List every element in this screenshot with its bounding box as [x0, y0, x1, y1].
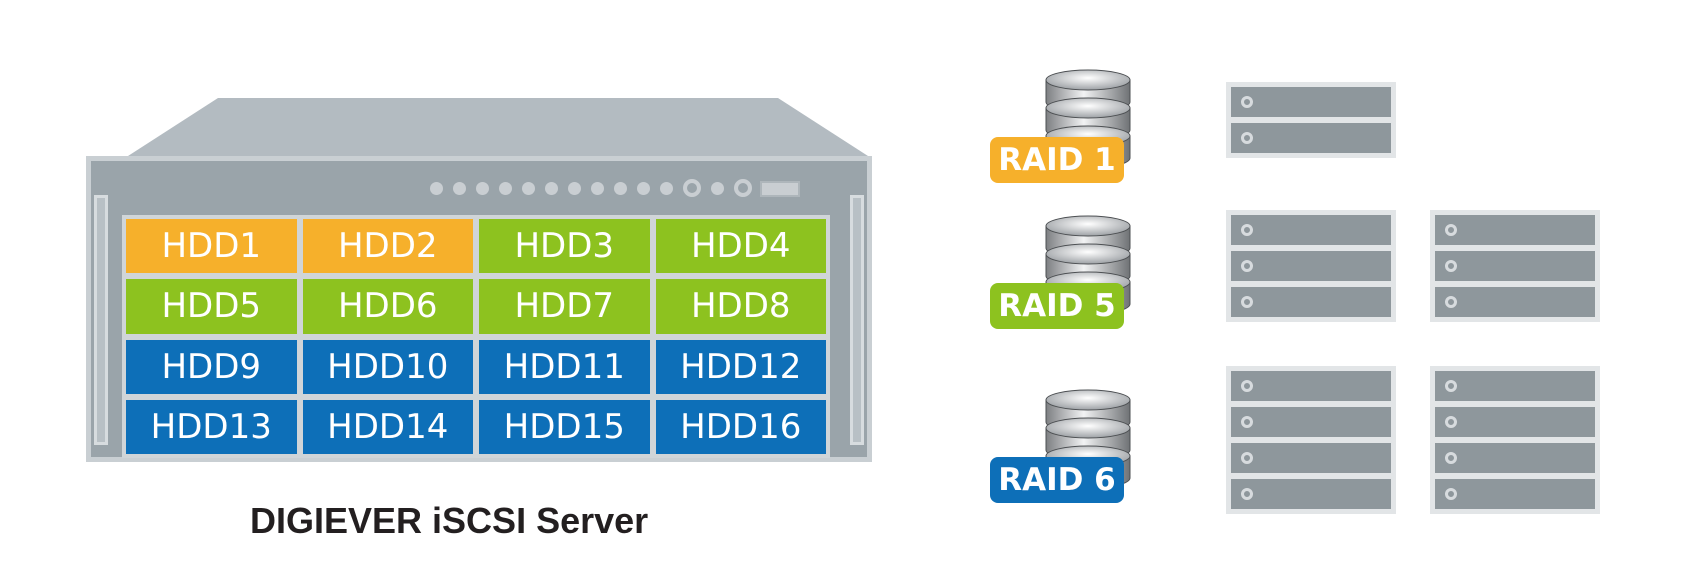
- hdd-bay: HDD12: [655, 339, 826, 394]
- hdd-bay: HDD10: [302, 339, 473, 394]
- usb-port: [760, 181, 800, 197]
- status-led: [591, 181, 604, 195]
- server-left-handle: [94, 195, 108, 445]
- status-led: [614, 181, 627, 195]
- hard-drive-icon: [1231, 407, 1391, 437]
- status-led: [711, 181, 724, 195]
- hdd-bay: HDD11: [479, 339, 650, 394]
- status-led: [476, 181, 489, 195]
- hard-drive-icon: [1435, 251, 1595, 281]
- hdd-bay: HDD3: [479, 219, 650, 274]
- hdd-bay: HDD14: [302, 399, 473, 454]
- hdd-bay: HDD9: [126, 339, 297, 394]
- server-top-cover: [128, 98, 868, 156]
- hard-drive-icon: [1231, 215, 1391, 245]
- drive-stack: [1226, 82, 1396, 158]
- raid-level-badge: RAID 6: [990, 457, 1124, 503]
- hard-drive-icon: [1435, 479, 1595, 509]
- hard-drive-icon: [1231, 371, 1391, 401]
- drive-stack: [1226, 210, 1396, 322]
- hard-drive-icon: [1231, 251, 1391, 281]
- server-status-leds: [430, 179, 752, 197]
- hard-drive-icon: [1435, 215, 1595, 245]
- hdd-bay: HDD2: [302, 219, 473, 274]
- status-led: [522, 181, 535, 195]
- hdd-bay: HDD16: [655, 399, 826, 454]
- hdd-bay: HDD6: [302, 279, 473, 334]
- power-led: [683, 179, 701, 197]
- hdd-bay: HDD15: [479, 399, 650, 454]
- hard-drive-icon: [1231, 479, 1391, 509]
- hdd-bay: HDD1: [126, 219, 297, 274]
- drive-stack: [1226, 366, 1396, 514]
- status-led: [568, 181, 581, 195]
- hdd-bay: HDD8: [655, 279, 826, 334]
- hdd-bay: HDD13: [126, 399, 297, 454]
- hard-drive-icon: [1435, 443, 1595, 473]
- hard-drive-icon: [1435, 407, 1595, 437]
- hard-drive-icon: [1231, 287, 1391, 317]
- drive-stack: [1430, 210, 1600, 322]
- hard-drive-icon: [1231, 123, 1391, 153]
- raid-level-badge: RAID 5: [990, 283, 1124, 329]
- raid-level-badge: RAID 1: [990, 137, 1124, 183]
- drive-stack: [1430, 366, 1600, 514]
- hdd-bay: HDD7: [479, 279, 650, 334]
- status-led: [637, 181, 650, 195]
- status-led: [430, 181, 443, 195]
- hdd-bay: HDD4: [655, 219, 826, 274]
- server-right-handle: [850, 195, 864, 445]
- status-led: [453, 181, 466, 195]
- hard-drive-icon: [1435, 371, 1595, 401]
- hard-drive-icon: [1231, 443, 1391, 473]
- hard-drive-icon: [1231, 87, 1391, 117]
- status-led: [499, 181, 512, 195]
- reset-led: [734, 179, 752, 197]
- hdd-bay: HDD5: [126, 279, 297, 334]
- status-led: [660, 181, 673, 195]
- server-caption: DIGIEVER iSCSI Server: [250, 500, 649, 541]
- hard-drive-icon: [1435, 287, 1595, 317]
- status-led: [545, 181, 558, 195]
